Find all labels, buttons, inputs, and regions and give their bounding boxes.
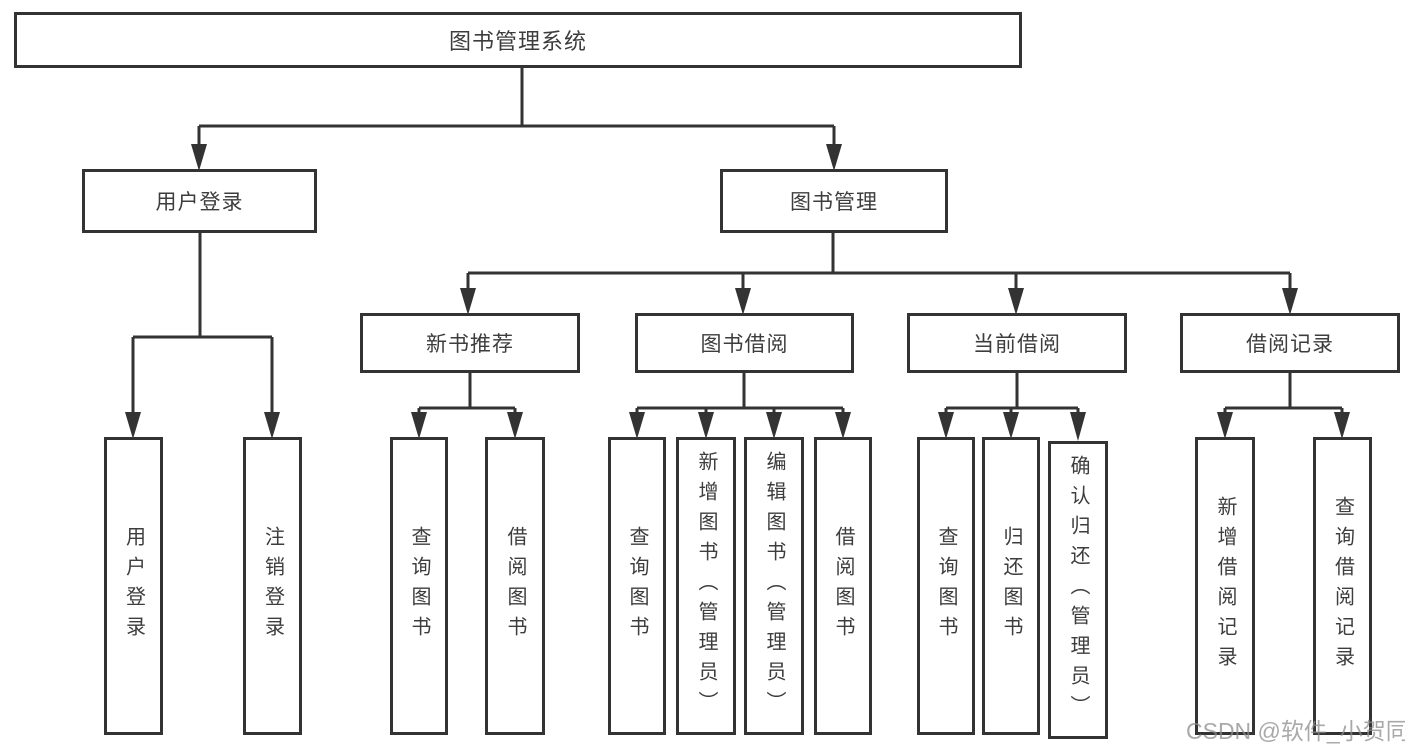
leaf-query-borrow-record: 查询借阅记录 (1313, 437, 1372, 735)
connector-current-borrow-children (944, 373, 1080, 414)
arrowhead-icon (507, 412, 523, 439)
connector-user-login-children (131, 233, 274, 414)
node-user-login: 用户登录 (82, 169, 317, 233)
arrowhead-icon (1003, 412, 1019, 439)
connector-new-book-rec-children (417, 373, 517, 414)
leaf-confirm-return-admin: 确认归还（管理员） (1048, 441, 1108, 739)
leaf-logout: 注销登录 (243, 437, 302, 735)
leaf-recommend-query-book: 查询图书 (390, 437, 448, 735)
node-book-borrow: 图书借阅 (635, 313, 854, 373)
arrowhead-icon (264, 412, 280, 439)
connector-root-to-level2 (197, 68, 836, 146)
leaf-return-book: 归还图书 (982, 437, 1040, 735)
arrowhead-icon (826, 144, 842, 171)
node-current-borrow: 当前借阅 (907, 313, 1127, 373)
node-book-management: 图书管理 (720, 169, 948, 233)
arrowhead-icon (411, 412, 427, 439)
arrowhead-icon (629, 412, 645, 439)
leaf-add-book-admin: 新增图书（管理员） (676, 437, 736, 735)
leaf-edit-book-admin: 编辑图书（管理员） (744, 437, 804, 735)
arrowhead-icon (191, 144, 207, 171)
leaf-user-login: 用户登录 (104, 437, 163, 735)
node-new-book-recommend: 新书推荐 (360, 313, 580, 373)
arrowhead-icon (1070, 412, 1086, 441)
leaf-borrow-book: 借阅图书 (814, 437, 872, 735)
node-root-title: 图书管理系统 (14, 12, 1022, 68)
arrowhead-icon (460, 288, 476, 315)
arrowhead-icon (835, 412, 851, 439)
leaf-recommend-borrow-book: 借阅图书 (485, 437, 545, 735)
arrowhead-icon (766, 412, 782, 439)
arrowhead-icon (1334, 412, 1350, 439)
arrowhead-icon (938, 412, 954, 439)
arrowhead-icon (698, 412, 714, 439)
connector-borrow-record-children (1223, 373, 1344, 414)
leaf-current-query-book: 查询图书 (917, 437, 975, 735)
leaf-borrow-query-book: 查询图书 (608, 437, 666, 735)
watermark: CSDN @软件_小贺同学 (1186, 718, 1405, 744)
leaf-add-borrow-record: 新增借阅记录 (1195, 437, 1255, 735)
node-borrow-record: 借阅记录 (1180, 313, 1400, 373)
arrowheads (125, 144, 1350, 441)
arrowhead-icon (1217, 412, 1233, 439)
arrowhead-icon (1008, 288, 1024, 315)
arrowhead-icon (735, 288, 751, 315)
arrowhead-icon (1282, 288, 1298, 315)
connector-book-mgmt-children (466, 233, 1292, 290)
connector-book-borrow-children (635, 373, 845, 414)
arrowhead-icon (125, 412, 141, 439)
